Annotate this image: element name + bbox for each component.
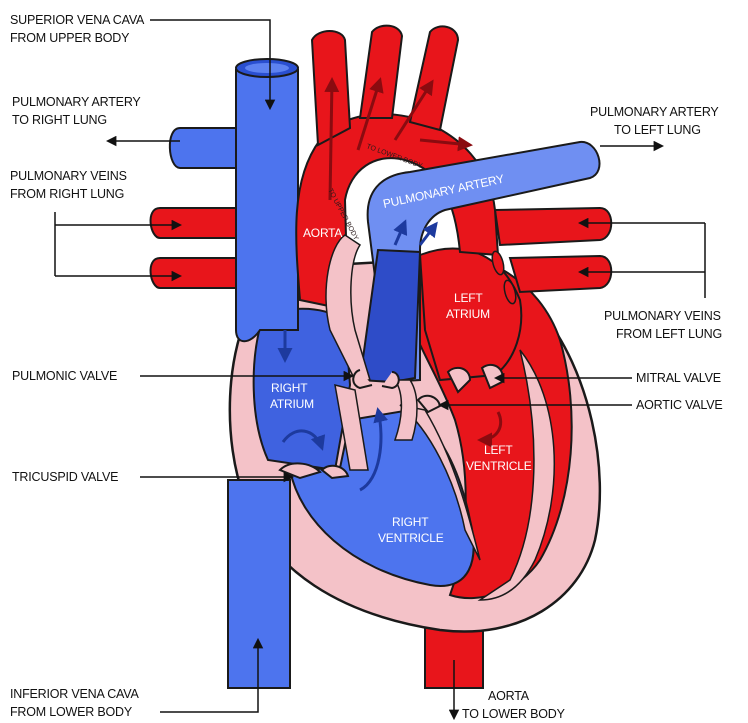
label-pa-right-2: TO RIGHT LUNG bbox=[12, 113, 107, 127]
label-pv-right-2: FROM RIGHT LUNG bbox=[10, 187, 124, 201]
left-atrium-label-2: ATRIUM bbox=[446, 307, 490, 321]
aorta-branch-3 bbox=[410, 26, 458, 130]
label-ivc-1: INFERIOR VENA CAVA bbox=[10, 687, 139, 701]
label-tricuspid-valve: TRICUSPID VALVE bbox=[12, 470, 118, 484]
label-svc-2: FROM UPPER BODY bbox=[10, 31, 130, 45]
pulmonary-vein-left-upper bbox=[495, 208, 611, 245]
label-pulmonic-valve: PULMONIC VALVE bbox=[12, 369, 117, 383]
pulmonary-artery-right bbox=[170, 128, 236, 168]
left-atrium-label-1: LEFT bbox=[454, 291, 483, 305]
left-ventricle-label-2: VENTRICLE bbox=[466, 459, 532, 473]
pulmonary-vein-left-lower bbox=[510, 256, 611, 292]
label-pa-left-2: TO LEFT LUNG bbox=[614, 123, 701, 137]
right-ventricle-label-1: RIGHT bbox=[392, 515, 429, 529]
label-aorta-lower-1: AORTA bbox=[488, 689, 530, 703]
right-atrium-label-1: RIGHT bbox=[271, 381, 308, 395]
label-svc-1: SUPERIOR VENA CAVA bbox=[10, 13, 145, 27]
pulmonary-vein-right-lower bbox=[151, 258, 236, 288]
label-pa-left-1: PULMONARY ARTERY bbox=[590, 105, 719, 119]
label-pv-left-1: PULMONARY VEINS bbox=[604, 309, 721, 323]
right-atrium-label-2: ATRIUM bbox=[270, 397, 314, 411]
left-ventricle-label-1: LEFT bbox=[484, 443, 513, 457]
label-pa-right-1: PULMONARY ARTERY bbox=[12, 95, 141, 109]
inferior-vena-cava bbox=[228, 480, 290, 688]
label-pv-left-2: FROM LEFT LUNG bbox=[616, 327, 722, 341]
pulmonary-vein-right-upper bbox=[151, 208, 236, 238]
aorta-inner-label: AORTA bbox=[303, 226, 342, 240]
svc-opening-inner bbox=[245, 63, 289, 73]
label-aorta-lower-2: TO LOWER BODY bbox=[462, 707, 566, 721]
label-aortic-valve: AORTIC VALVE bbox=[636, 398, 723, 412]
label-mitral-valve: MITRAL VALVE bbox=[636, 371, 721, 385]
flow-arrow-aorta-1 bbox=[330, 80, 332, 200]
right-ventricle-label-2: VENTRICLE bbox=[378, 531, 444, 545]
label-pv-right-1: PULMONARY VEINS bbox=[10, 169, 127, 183]
superior-vena-cava bbox=[236, 70, 298, 341]
label-ivc-2: FROM LOWER BODY bbox=[10, 705, 133, 719]
aorta-branch-2 bbox=[360, 26, 402, 118]
